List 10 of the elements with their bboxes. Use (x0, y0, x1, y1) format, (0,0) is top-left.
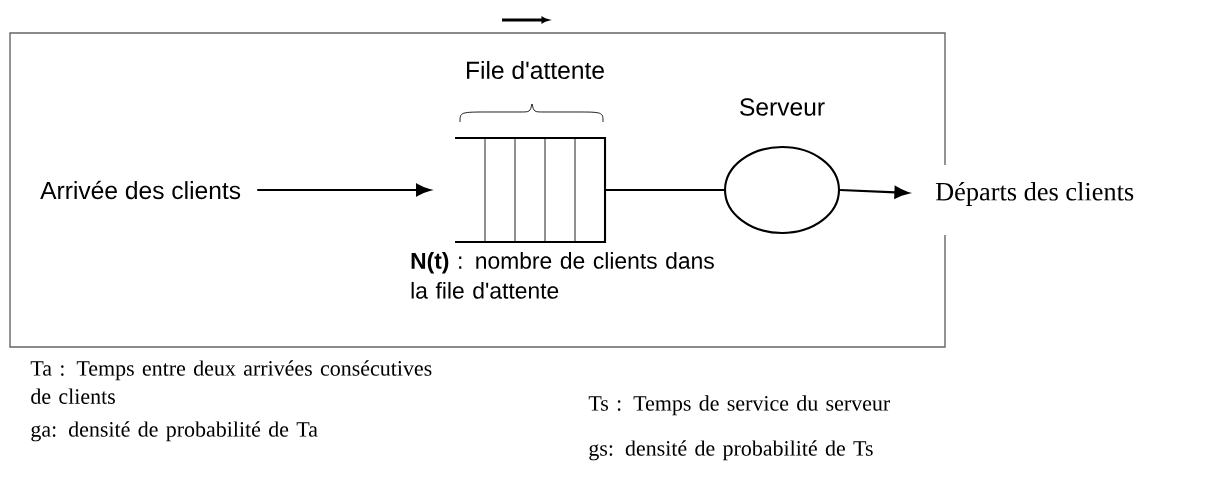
note-text: ga: densité de probabilité de Ta (31, 421, 318, 442)
server-heading: Serveur (740, 98, 825, 116)
node-label: Départs des clients (935, 182, 1134, 206)
node-label: Arrivée des clients (40, 180, 241, 200)
queue-caption: N(t) : nombre de clients dans la file d'attente (411, 252, 714, 299)
note-text: gs: densité de probabilité de Ts (589, 440, 873, 461)
queue-heading: File d'attente (467, 60, 604, 80)
note-text: Ts : Temps de service du serveur (588, 395, 890, 416)
arrow (840, 186, 909, 199)
arrow (257, 183, 431, 197)
